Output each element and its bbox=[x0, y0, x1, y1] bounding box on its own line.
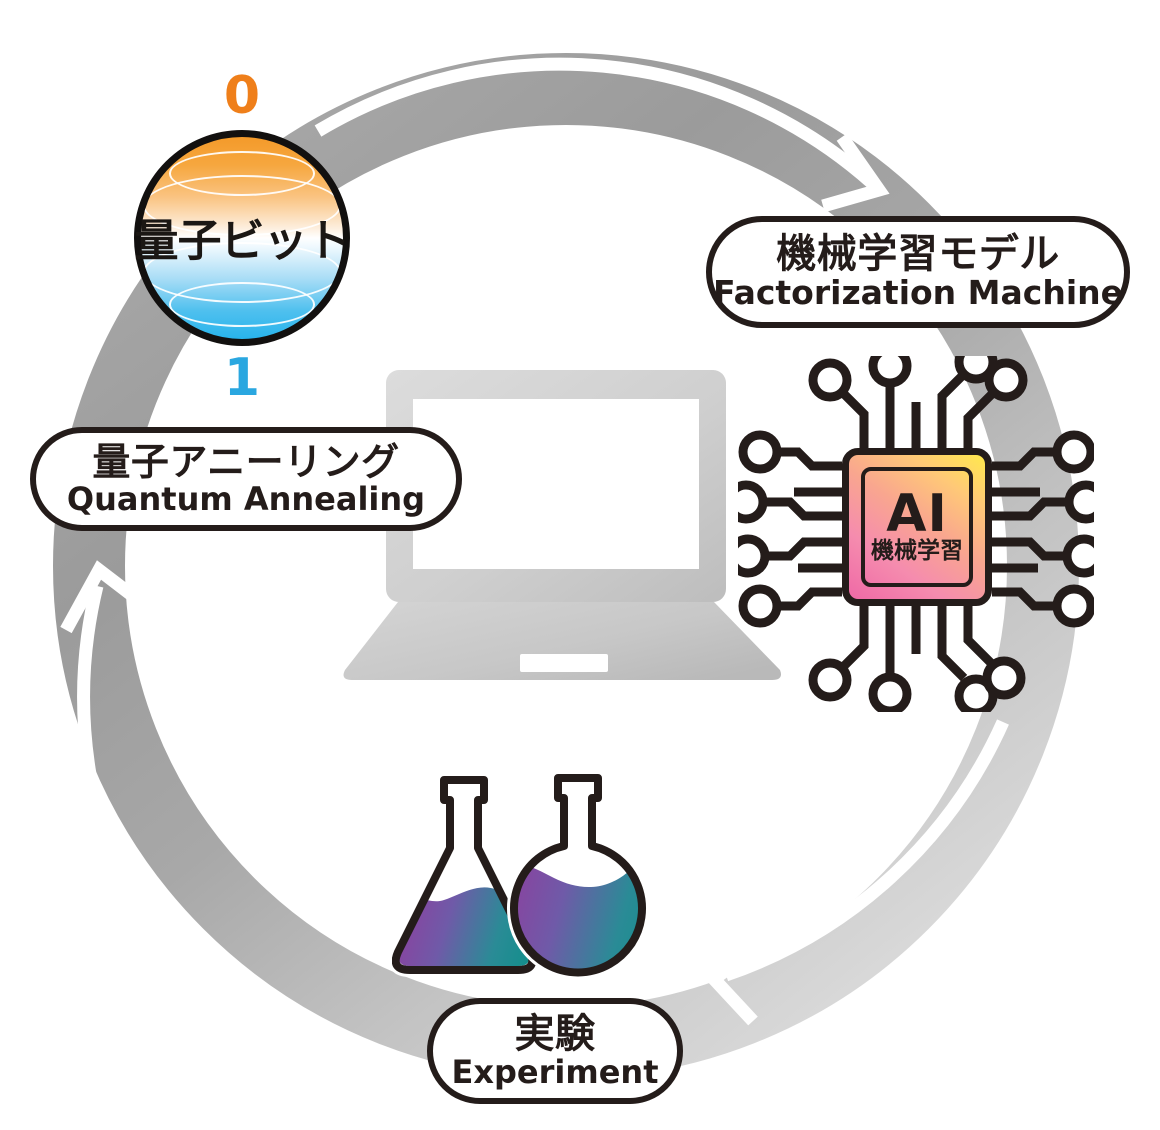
qubit-sphere: 0 量子ビット 1 bbox=[134, 66, 351, 408]
label-qa-jp: 量子アニーリング bbox=[92, 439, 400, 484]
chip-subtitle-text: 機械学習 bbox=[871, 537, 963, 564]
qubit-latitude-line bbox=[169, 282, 315, 327]
laptop-illustration bbox=[338, 366, 790, 688]
label-quantum-annealing[interactable]: 量子アニーリング Quantum Annealing bbox=[30, 427, 462, 531]
label-ml-en: Factorization Machine bbox=[712, 273, 1124, 313]
label-ml-jp: 機械学習モデル bbox=[776, 231, 1060, 278]
chip-inner-frame: AI 機械学習 bbox=[861, 467, 973, 587]
chip-body: AI 機械学習 bbox=[842, 448, 992, 606]
ai-chip-illustration: AI 機械学習 bbox=[724, 340, 1108, 718]
arrow-bottom-clockwise bbox=[704, 719, 1009, 1026]
arrow-left-clockwise bbox=[60, 560, 164, 955]
laptop-touchpad bbox=[520, 654, 608, 672]
label-exp-en: Experiment bbox=[451, 1052, 659, 1091]
flask-liquid bbox=[399, 886, 529, 966]
laptop-base bbox=[343, 602, 781, 680]
chip-ai-text: AI bbox=[886, 484, 948, 545]
label-exp-jp: 実験 bbox=[514, 1010, 596, 1057]
qubit-label: 量子ビット bbox=[134, 215, 351, 267]
qubit-state-0-label: 0 bbox=[223, 66, 261, 126]
label-machine-learning-model[interactable]: 機械学習モデル Factorization Machine bbox=[706, 216, 1130, 328]
qubit-state-1-label: 1 bbox=[223, 348, 261, 408]
label-experiment[interactable]: 実験 Experiment bbox=[427, 998, 683, 1104]
qubit-ball bbox=[134, 130, 350, 346]
arrow-top-clockwise bbox=[314, 57, 890, 213]
flasks-illustration bbox=[388, 771, 688, 984]
chip-circuit-traces bbox=[724, 340, 1108, 718]
qubit-latitude-line bbox=[143, 175, 341, 236]
label-qa-en: Quantum Annealing bbox=[66, 479, 426, 518]
